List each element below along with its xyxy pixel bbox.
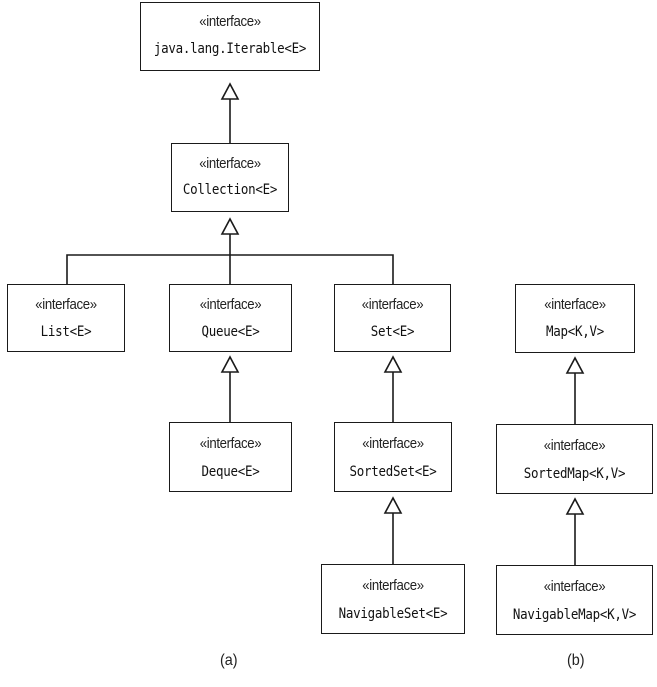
interface-box-collection: «interface» Collection<E>	[171, 143, 289, 212]
interface-box-map: «interface» Map<K,V>	[515, 284, 635, 353]
inheritance-arrow-map	[565, 356, 585, 374]
interface-box-sortedset: «interface» SortedSet<E>	[334, 422, 452, 492]
interface-name-map: Map<K,V>	[545, 324, 604, 340]
stereotype-label: «interface»	[199, 155, 261, 172]
interface-name-sortedmap: SortedMap<K,V>	[523, 466, 626, 482]
stereotype-label: «interface»	[543, 578, 606, 595]
inheritance-arrow-set	[383, 355, 403, 373]
interface-box-list: «interface» List<E>	[7, 284, 125, 352]
interface-box-queue: «interface» Queue<E>	[169, 284, 292, 352]
interface-name-set: Set<E>	[370, 324, 415, 340]
stereotype-label: «interface»	[199, 435, 262, 452]
interface-name-sortedset: SortedSet<E>	[349, 464, 437, 480]
inheritance-arrow-iterable	[220, 82, 240, 100]
interface-name-deque: Deque<E>	[201, 464, 260, 480]
stereotype-label: «interface»	[544, 296, 606, 313]
inheritance-arrow-collection	[220, 217, 240, 235]
stereotype-label: «interface»	[361, 296, 424, 313]
interface-name-queue: Queue<E>	[201, 324, 260, 340]
interface-box-navigableset: «interface» NavigableSet<E>	[321, 564, 465, 634]
inheritance-arrow-queue	[220, 355, 240, 373]
caption-a: (a)	[219, 652, 238, 669]
interface-box-iterable: «interface» java.lang.Iterable<E>	[140, 2, 320, 71]
interface-box-navigablemap: «interface» NavigableMap<K,V>	[496, 565, 653, 635]
stereotype-label: «interface»	[543, 437, 606, 454]
stereotype-label: «interface»	[199, 13, 261, 30]
interface-name-collection: Collection<E>	[182, 182, 278, 198]
stereotype-label: «interface»	[362, 435, 424, 452]
interface-name-iterable: java.lang.Iterable<E>	[153, 41, 307, 57]
stereotype-label: «interface»	[362, 577, 424, 594]
inheritance-arrow-sortedmap	[565, 497, 585, 515]
interface-box-set: «interface» Set<E>	[334, 284, 451, 352]
interface-box-sortedmap: «interface» SortedMap<K,V>	[496, 424, 653, 494]
inheritance-arrow-sortedset	[383, 496, 403, 514]
caption-b: (b)	[566, 652, 585, 669]
interface-name-navigablemap: NavigableMap<K,V>	[512, 607, 637, 623]
stereotype-label: «interface»	[35, 296, 97, 313]
stereotype-label: «interface»	[199, 296, 262, 313]
interface-box-deque: «interface» Deque<E>	[169, 422, 292, 492]
interface-name-list: List<E>	[40, 324, 92, 340]
interface-name-navigableset: NavigableSet<E>	[338, 606, 448, 622]
